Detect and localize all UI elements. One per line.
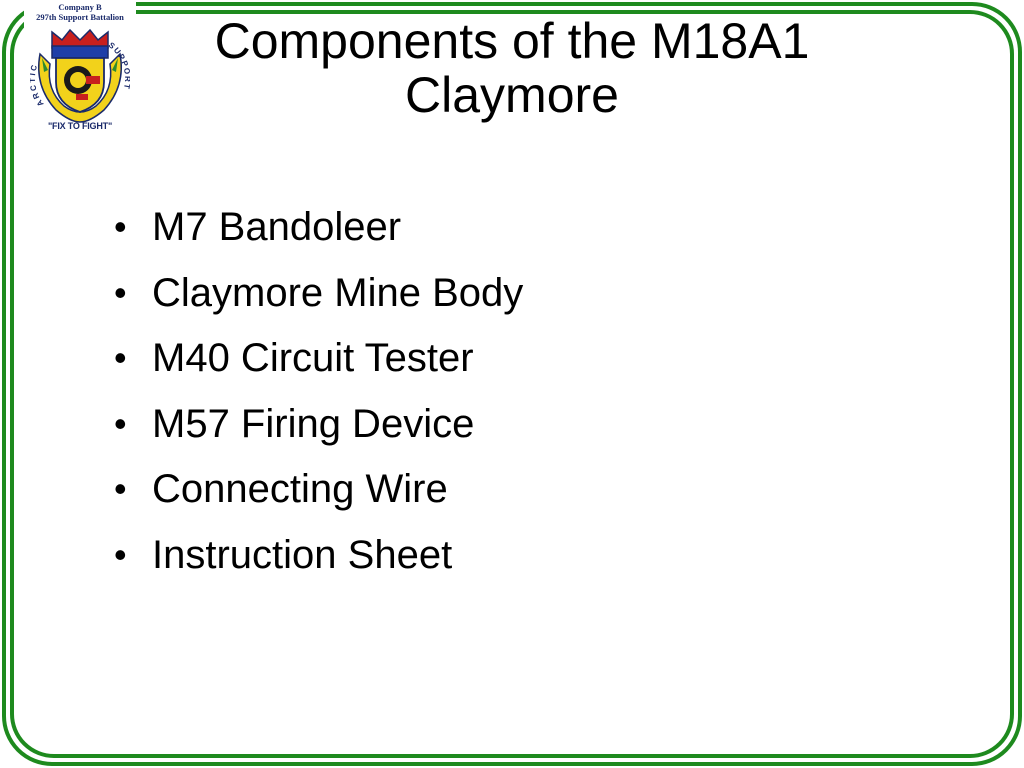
list-item: M7 Bandoleer bbox=[112, 204, 523, 270]
list-item: Instruction Sheet bbox=[112, 532, 523, 598]
list-item: M57 Firing Device bbox=[112, 401, 523, 467]
logo-motto: "FIX TO FIGHT" bbox=[47, 121, 113, 131]
logo-caption-line2: 297th Support Battalion bbox=[36, 12, 124, 22]
slide-title-line1: Components of the M18A1 bbox=[214, 13, 810, 69]
logo-caption-line1: Company B bbox=[58, 2, 102, 12]
component-list: M7 Bandoleer Claymore Mine Body M40 Circ… bbox=[112, 204, 523, 597]
list-item: Connecting Wire bbox=[112, 466, 523, 532]
list-item: Claymore Mine Body bbox=[112, 270, 523, 336]
unit-insignia-logo: Company B 297th Support Battalion ARCTIC… bbox=[24, 0, 136, 140]
list-item: M40 Circuit Tester bbox=[112, 335, 523, 401]
logo-caption: Company B 297th Support Battalion bbox=[24, 2, 136, 22]
slide-border-inner bbox=[10, 10, 1014, 758]
slide-title-line2: Claymore bbox=[405, 67, 619, 123]
insignia-emblem-icon: ARCTIC SUPPORT bbox=[30, 28, 130, 123]
slide-title: Components of the M18A1 Claymore bbox=[140, 14, 884, 122]
